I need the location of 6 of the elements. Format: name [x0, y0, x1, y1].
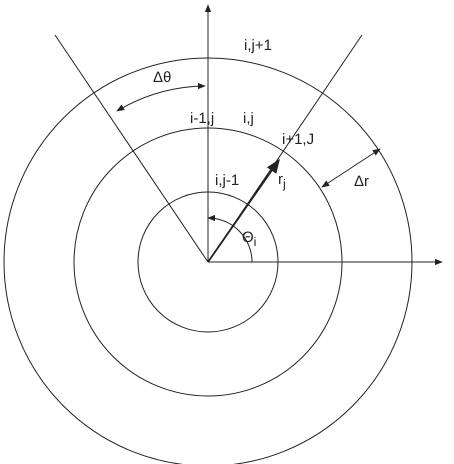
- angle-label: Δθ: [153, 70, 172, 85]
- node-label: i,j-1: [215, 173, 240, 188]
- node-label: i,j+1: [244, 38, 272, 53]
- radius-label: r$_{j}$: [278, 172, 286, 190]
- dimension-label: Δr: [354, 174, 370, 189]
- node-label: i,j: [243, 111, 254, 126]
